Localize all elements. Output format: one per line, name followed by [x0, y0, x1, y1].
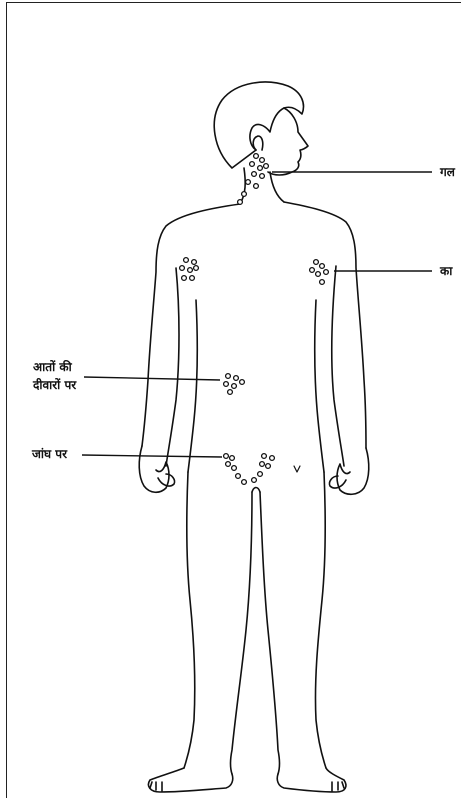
right-leg-outer: [315, 472, 326, 768]
neck-front: [270, 172, 284, 202]
left-armpit-lesions: [180, 258, 199, 281]
left-leg-inner: [231, 492, 253, 774]
torso-right: [284, 202, 366, 448]
left-leg-outer: [184, 472, 195, 768]
left-foot: [148, 768, 232, 792]
left-thumb: [158, 474, 175, 486]
right-armpit-lesions: [310, 260, 329, 285]
groin-left-lesions: [224, 454, 247, 485]
right-toes: [332, 782, 344, 791]
right-waist: [315, 300, 324, 472]
right-inner-arm: [332, 266, 344, 466]
left-waist: [188, 300, 197, 472]
thigh-pointer-line: [82, 455, 222, 457]
left-inner-arm: [166, 268, 179, 466]
neck-back: [240, 168, 245, 204]
label-thigh: जांघ पर: [32, 447, 67, 461]
crotch: [252, 488, 260, 493]
right-foot: [277, 768, 346, 792]
intestine-pointer-line: [84, 377, 220, 380]
small-mark: [294, 466, 300, 472]
ear: [253, 136, 263, 150]
label-neck: गल: [440, 165, 455, 179]
label-intestine-line2: दीवारों पर: [33, 378, 76, 392]
intestine-lesions: [224, 374, 245, 395]
label-armpit: का: [440, 264, 452, 278]
label-intestine-line1: आतों की: [33, 360, 72, 374]
right-leg-inner: [260, 492, 280, 774]
torso-left: [142, 204, 240, 446]
groin-right-lesions: [252, 454, 275, 483]
